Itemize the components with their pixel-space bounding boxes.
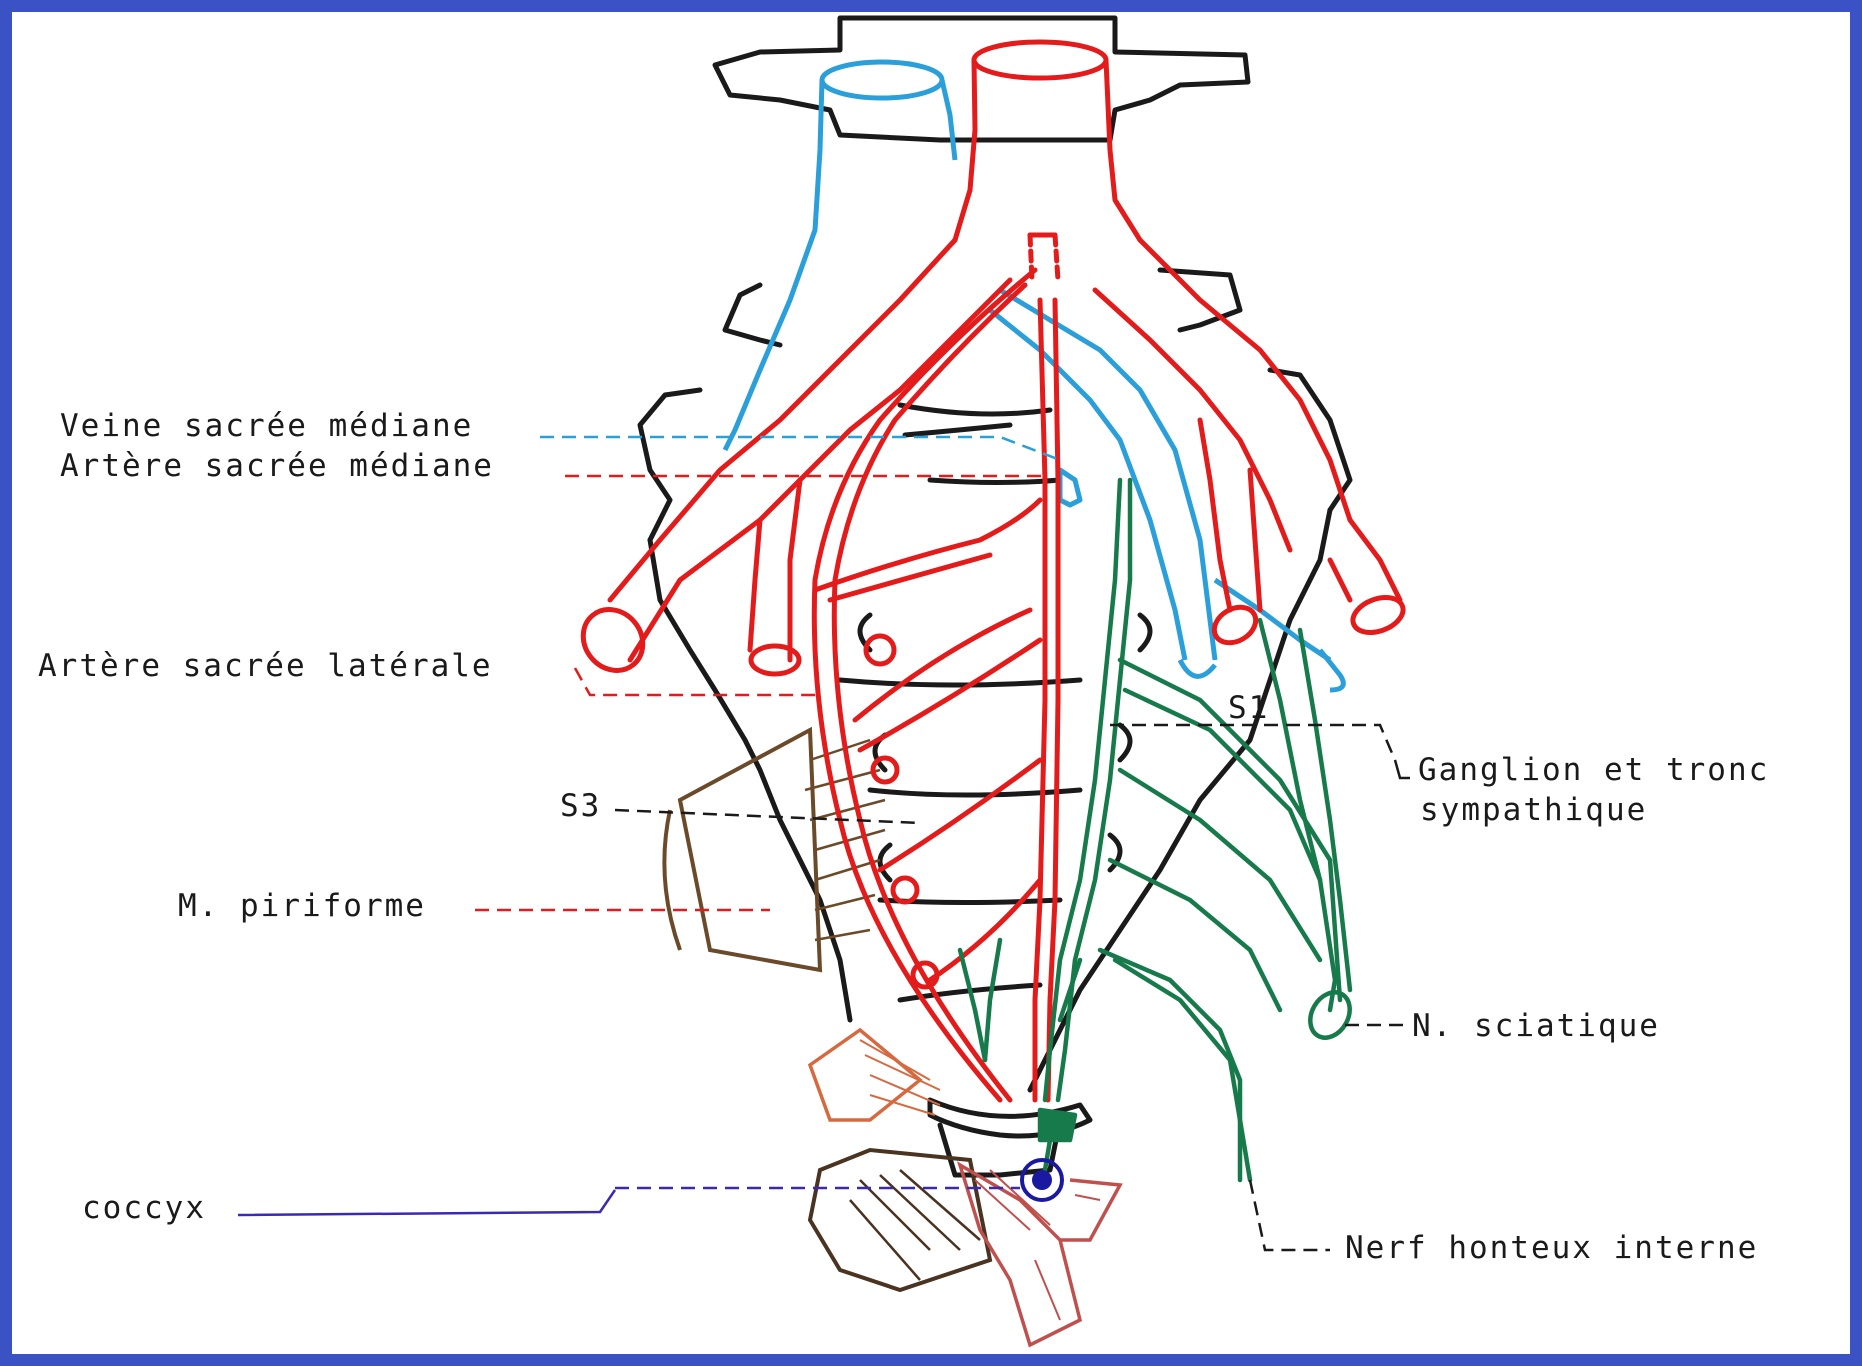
label-artere-sacree-laterale: Artère sacrée latérale <box>38 648 493 684</box>
label-s3: S3 <box>560 788 601 824</box>
label-coccyx: coccyx <box>82 1190 206 1226</box>
label-ganglion-line2: sympathique <box>1420 792 1647 828</box>
label-ganglion-line1: Ganglion et tronc <box>1418 752 1769 788</box>
label-veine-sacree-mediane: Veine sacrée médiane <box>60 408 473 444</box>
label-s1: S1 <box>1228 690 1269 726</box>
label-artere-sacree-mediane: Artère sacrée médiane <box>60 448 494 484</box>
label-nerf-honteux-interne: Nerf honteux interne <box>1345 1230 1758 1266</box>
label-n-sciatique: N. sciatique <box>1412 1008 1660 1044</box>
label-m-piriforme: M. piriforme <box>178 888 426 924</box>
